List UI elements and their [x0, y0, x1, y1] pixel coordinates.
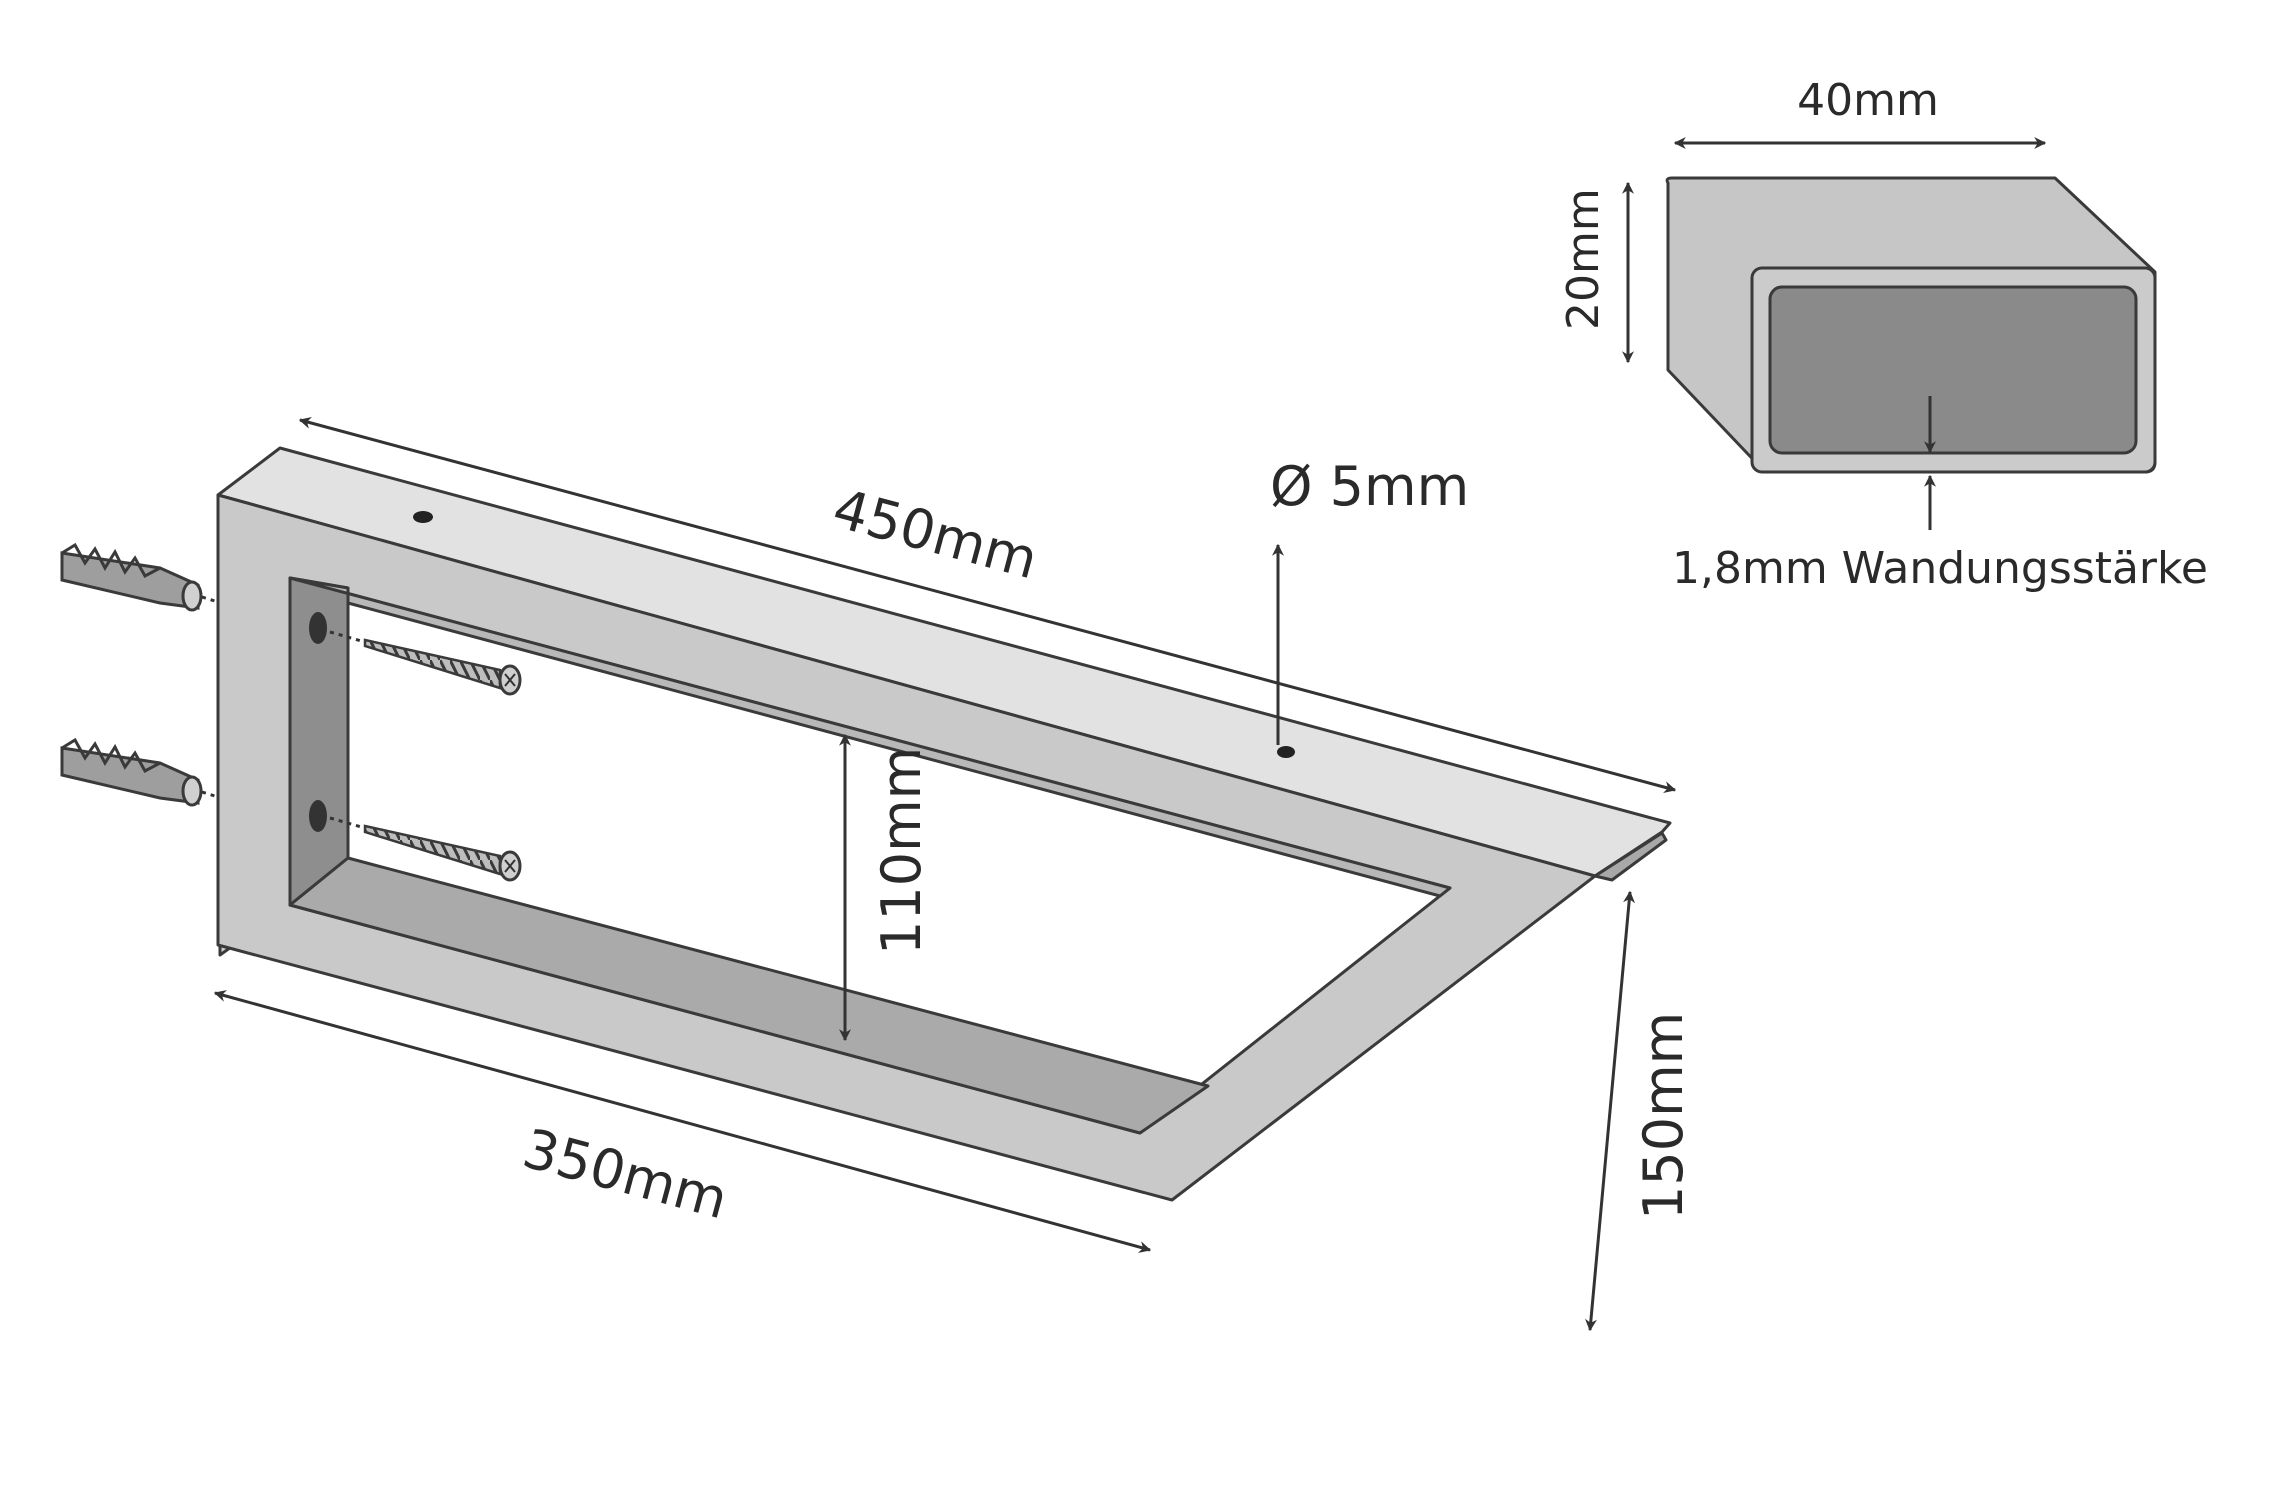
arrow-icon	[1585, 890, 1635, 1332]
dim-length-top: 450mm	[827, 477, 1044, 592]
wall-plug-icon	[60, 542, 219, 612]
dim-profile-width: 40mm	[1797, 75, 1939, 126]
arrow-icon	[298, 417, 1677, 793]
mounting-hole-top	[309, 612, 327, 644]
mounting-hole-bottom	[309, 800, 327, 832]
dim-inner-height: 110mm	[870, 747, 933, 955]
dim-hole-diameter: Ø 5mm	[1270, 455, 1469, 518]
dim-length-bottom: 350mm	[517, 1117, 734, 1232]
top-hole-2	[1277, 746, 1295, 758]
screw-icon	[329, 816, 522, 882]
arrow-icon	[213, 990, 1152, 1253]
wall-plug-icon	[60, 737, 219, 807]
bracket-tip	[1593, 831, 1668, 882]
profile-cross-section: 40mm 20mm 1,8mm Wandungsstärke	[1558, 75, 2208, 594]
top-hole-1	[413, 511, 433, 523]
dim-outer-height: 150mm	[1632, 1012, 1695, 1220]
profile-opening	[1768, 285, 2138, 455]
dim-profile-height: 20mm	[1558, 188, 1609, 330]
dim-wall-thickness: 1,8mm Wandungsstärke	[1672, 543, 2208, 594]
